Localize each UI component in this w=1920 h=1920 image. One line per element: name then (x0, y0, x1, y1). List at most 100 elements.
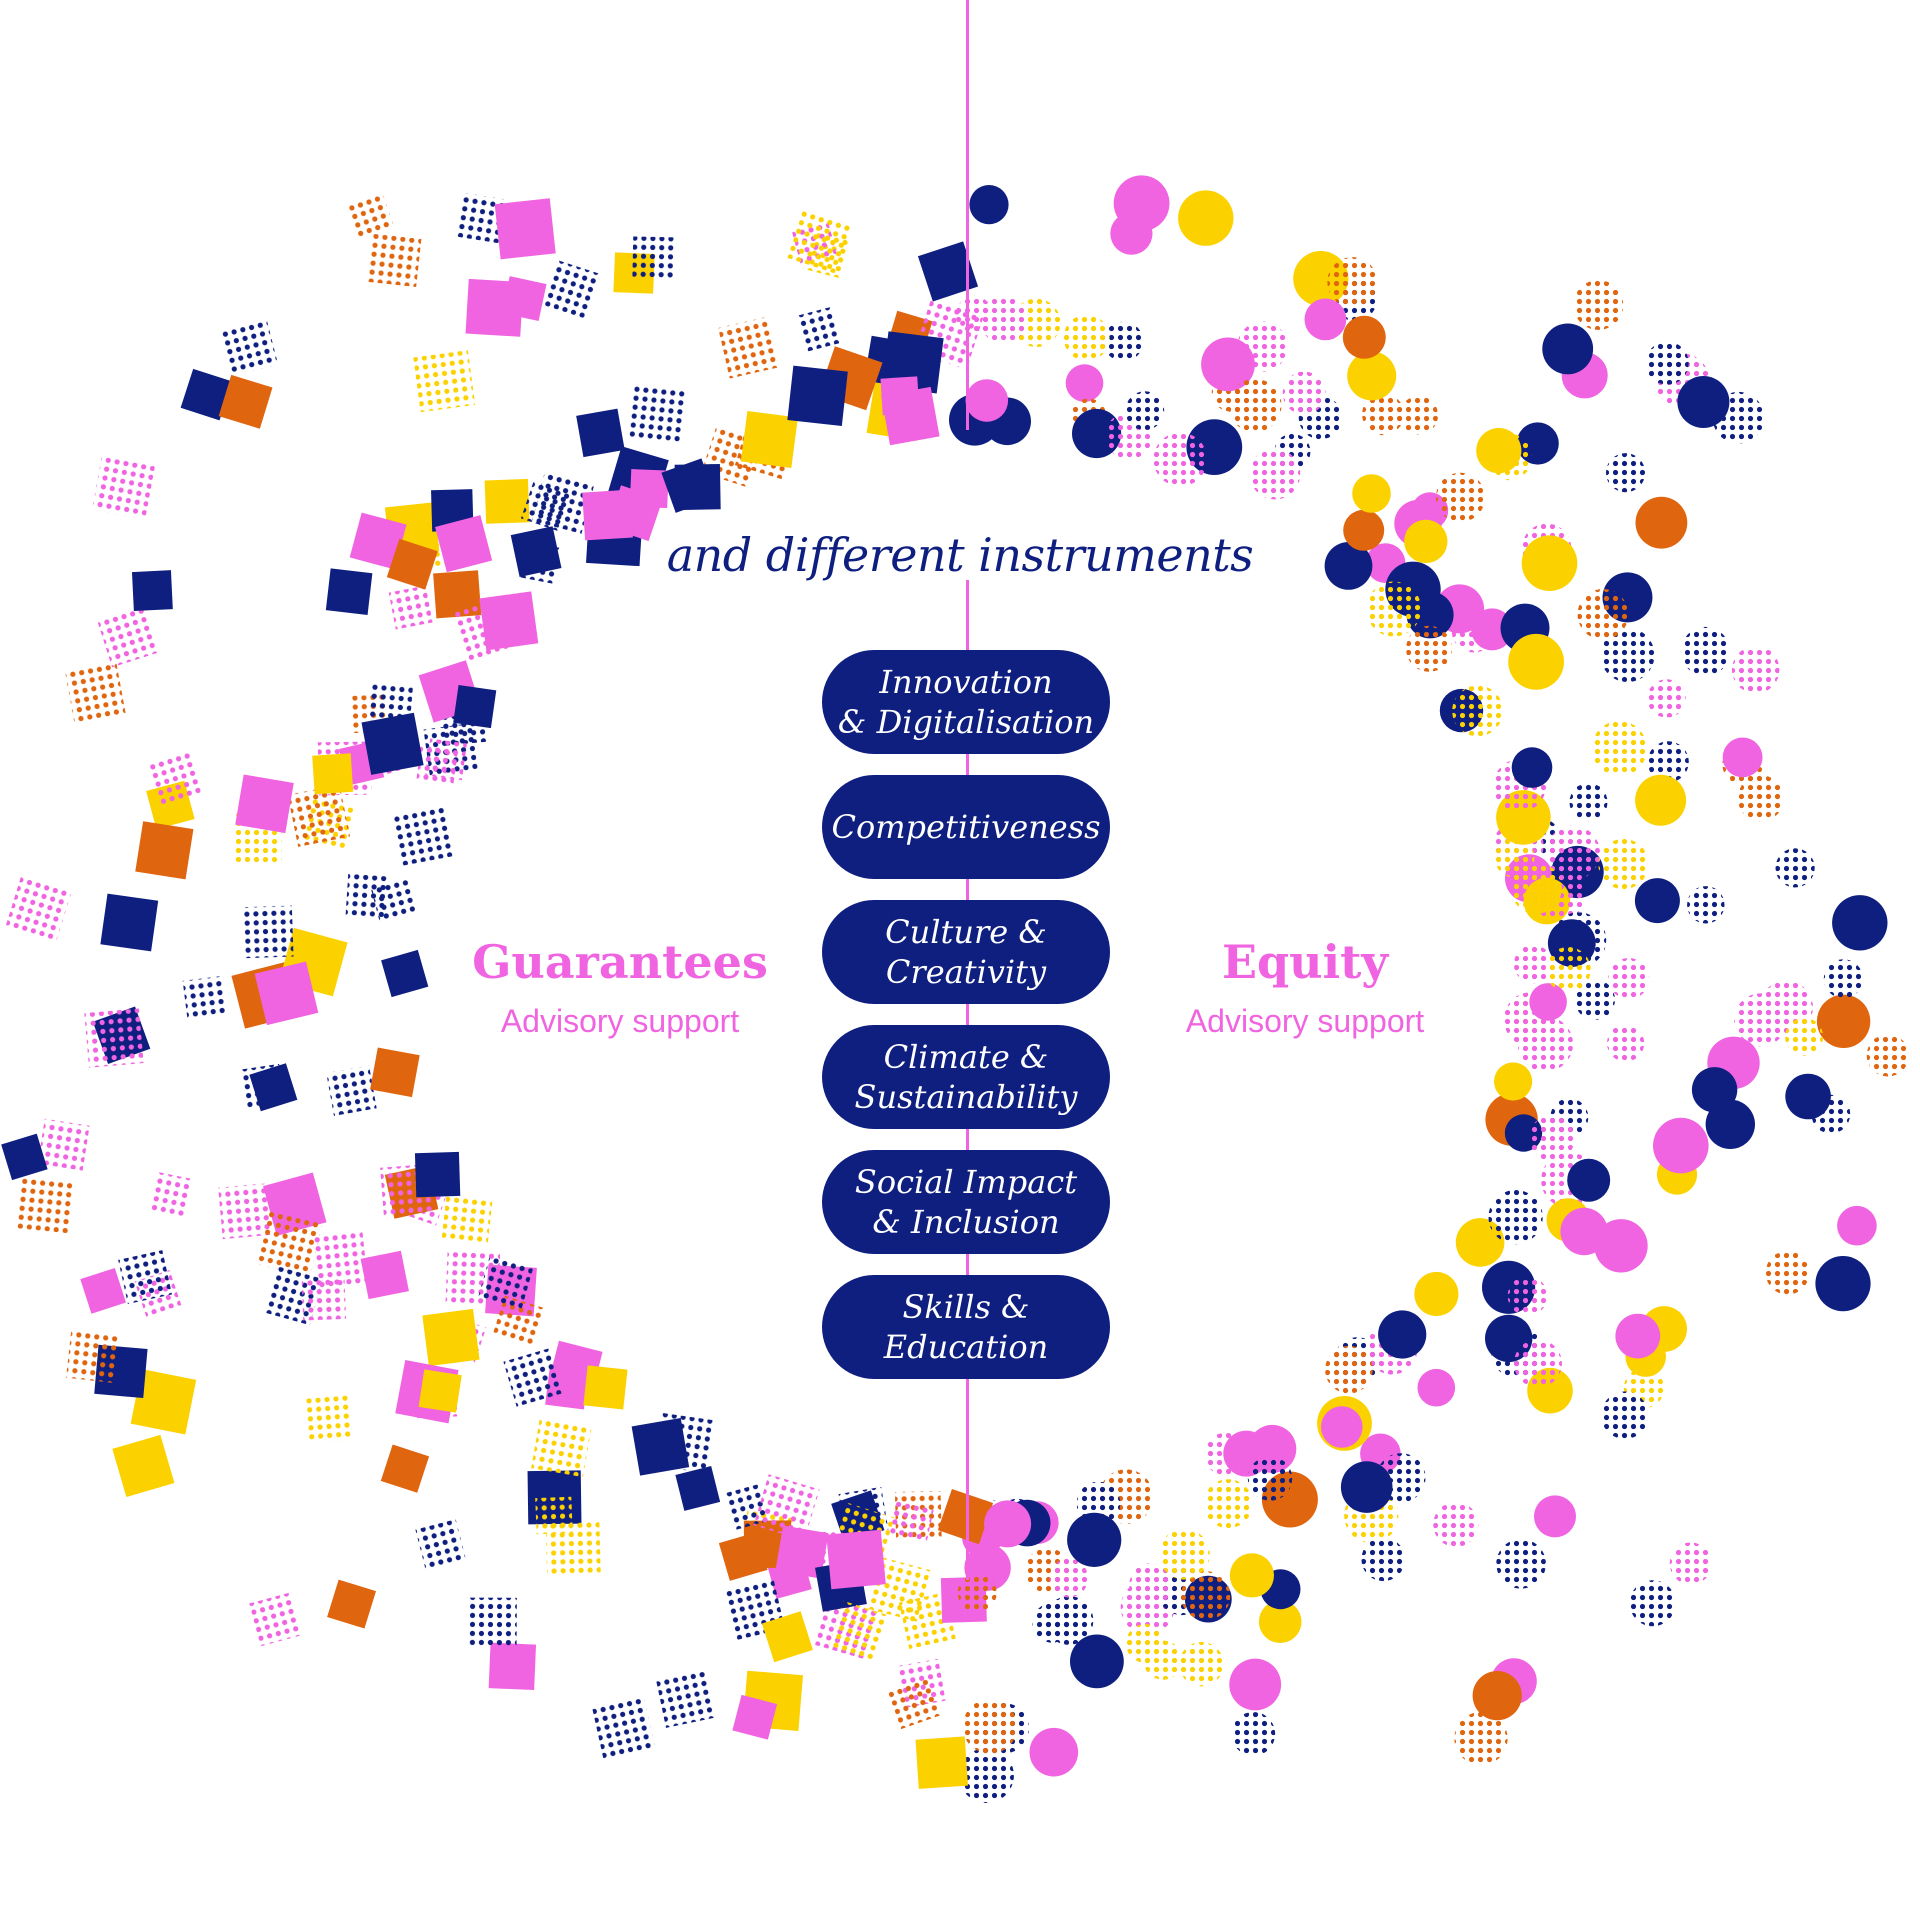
area-pill-culture: Culture & Creativity (822, 900, 1110, 1004)
confetti-square (732, 1694, 778, 1740)
confetti-circle (958, 1748, 1014, 1803)
confetti-circle (1378, 1310, 1427, 1359)
confetti-square (381, 949, 429, 998)
confetti-square (484, 478, 530, 524)
confetti-circle (962, 1699, 1018, 1754)
confetti-circle (1837, 1205, 1877, 1246)
confetti-square (97, 607, 158, 668)
guarantees-title: Guarantees (472, 935, 768, 989)
confetti-circle (1647, 741, 1689, 783)
confetti-square (65, 662, 126, 723)
confetti-circle (1816, 994, 1871, 1048)
confetti-square (652, 1412, 713, 1474)
confetti-square (592, 1695, 656, 1759)
confetti-square (761, 1611, 813, 1663)
confetti-square (249, 1591, 304, 1647)
confetti-square (435, 515, 493, 573)
confetti-circle (1454, 1712, 1508, 1766)
confetti-square (422, 1308, 480, 1367)
confetti-circle (1178, 190, 1234, 246)
confetti-square (501, 276, 547, 321)
confetti-circle (957, 1573, 997, 1613)
confetti-circle (1601, 1391, 1649, 1439)
confetti-circle (1103, 321, 1144, 362)
equity-block: Equity Advisory support (1095, 935, 1515, 1040)
confetti-square (218, 374, 273, 429)
confetti-circle (1065, 364, 1104, 402)
confetti-circle (1203, 1479, 1253, 1529)
confetti-circle (1070, 1634, 1124, 1689)
area-pill-social: Social Impact & Inclusion (822, 1150, 1110, 1254)
policy-area-list: Innovation & Digitalisation Competitiven… (822, 650, 1110, 1400)
confetti-square (380, 1444, 430, 1493)
divider-line-top (966, 0, 969, 430)
confetti-circle (1476, 428, 1522, 474)
confetti-circle (1433, 1502, 1479, 1547)
confetti-circle (1705, 1099, 1756, 1150)
confetti-circle (1866, 1034, 1909, 1077)
confetti-square (131, 570, 173, 612)
confetti-circle (1635, 774, 1687, 826)
confetti-circle (1129, 1563, 1173, 1607)
confetti-circle (1049, 1558, 1089, 1598)
confetti-circle (1513, 945, 1553, 984)
confetti-square (518, 541, 562, 584)
confetti-square (235, 774, 294, 834)
confetti-circle (1435, 472, 1486, 522)
confetti-circle (1607, 1024, 1645, 1062)
confetti-square (287, 784, 351, 847)
confetti-square (345, 191, 395, 241)
confetti-circle (1229, 1658, 1282, 1711)
confetti-square (130, 1368, 197, 1435)
confetti-circle (1029, 1727, 1079, 1777)
confetti-square (583, 1365, 628, 1410)
confetti-circle (1044, 1596, 1094, 1645)
confetti-circle (1823, 959, 1863, 999)
confetti-circle (1653, 1117, 1709, 1174)
confetti-square (368, 233, 422, 288)
confetti-circle (1687, 886, 1725, 924)
confetti-square (418, 1369, 462, 1413)
confetti-circle (979, 296, 1027, 344)
confetti-circle (1560, 1207, 1608, 1256)
confetti-circle (1366, 581, 1422, 637)
confetti-circle (1181, 1571, 1231, 1621)
confetti-circle (1494, 1062, 1533, 1101)
confetti-circle (1125, 391, 1165, 431)
confetti-circle (1404, 519, 1448, 564)
confetti-circle (1304, 298, 1347, 341)
equity-subtitle: Advisory support (1185, 1003, 1425, 1039)
confetti-circle (1600, 628, 1655, 682)
confetti-circle (1488, 1190, 1543, 1245)
confetti-square (221, 319, 279, 376)
confetti-square (92, 456, 155, 520)
confetti-circle (1511, 747, 1553, 788)
confetti-square (531, 1416, 592, 1478)
confetti-circle (1629, 1580, 1676, 1627)
confetti-square (327, 1579, 377, 1629)
confetti-square (5, 874, 73, 941)
confetti-square (787, 365, 848, 427)
confetti-square (37, 1118, 90, 1171)
confetti-circle (1249, 448, 1301, 500)
confetti-square (370, 1047, 420, 1098)
confetti-square (488, 1642, 537, 1691)
guarantees-subtitle: Advisory support (500, 1003, 740, 1039)
confetti-circle (1529, 1115, 1575, 1161)
confetti-square (311, 1231, 368, 1289)
confetti-square (312, 753, 354, 795)
instruments-heading: and different instruments (666, 528, 1254, 582)
confetti-square (582, 489, 633, 541)
confetti-circle (1507, 1276, 1548, 1316)
confetti-square (66, 1331, 118, 1383)
confetti-square (740, 410, 798, 468)
confetti-circle (1362, 393, 1405, 436)
confetti-circle (1237, 321, 1288, 372)
confetti-square (370, 877, 417, 924)
confetti-circle (1125, 1624, 1165, 1663)
confetti-square (888, 1497, 935, 1544)
confetti-circle (1325, 1345, 1373, 1394)
confetti-circle (1534, 1495, 1576, 1538)
confetti-circle (1615, 1313, 1661, 1359)
confetti-square (718, 1532, 768, 1581)
